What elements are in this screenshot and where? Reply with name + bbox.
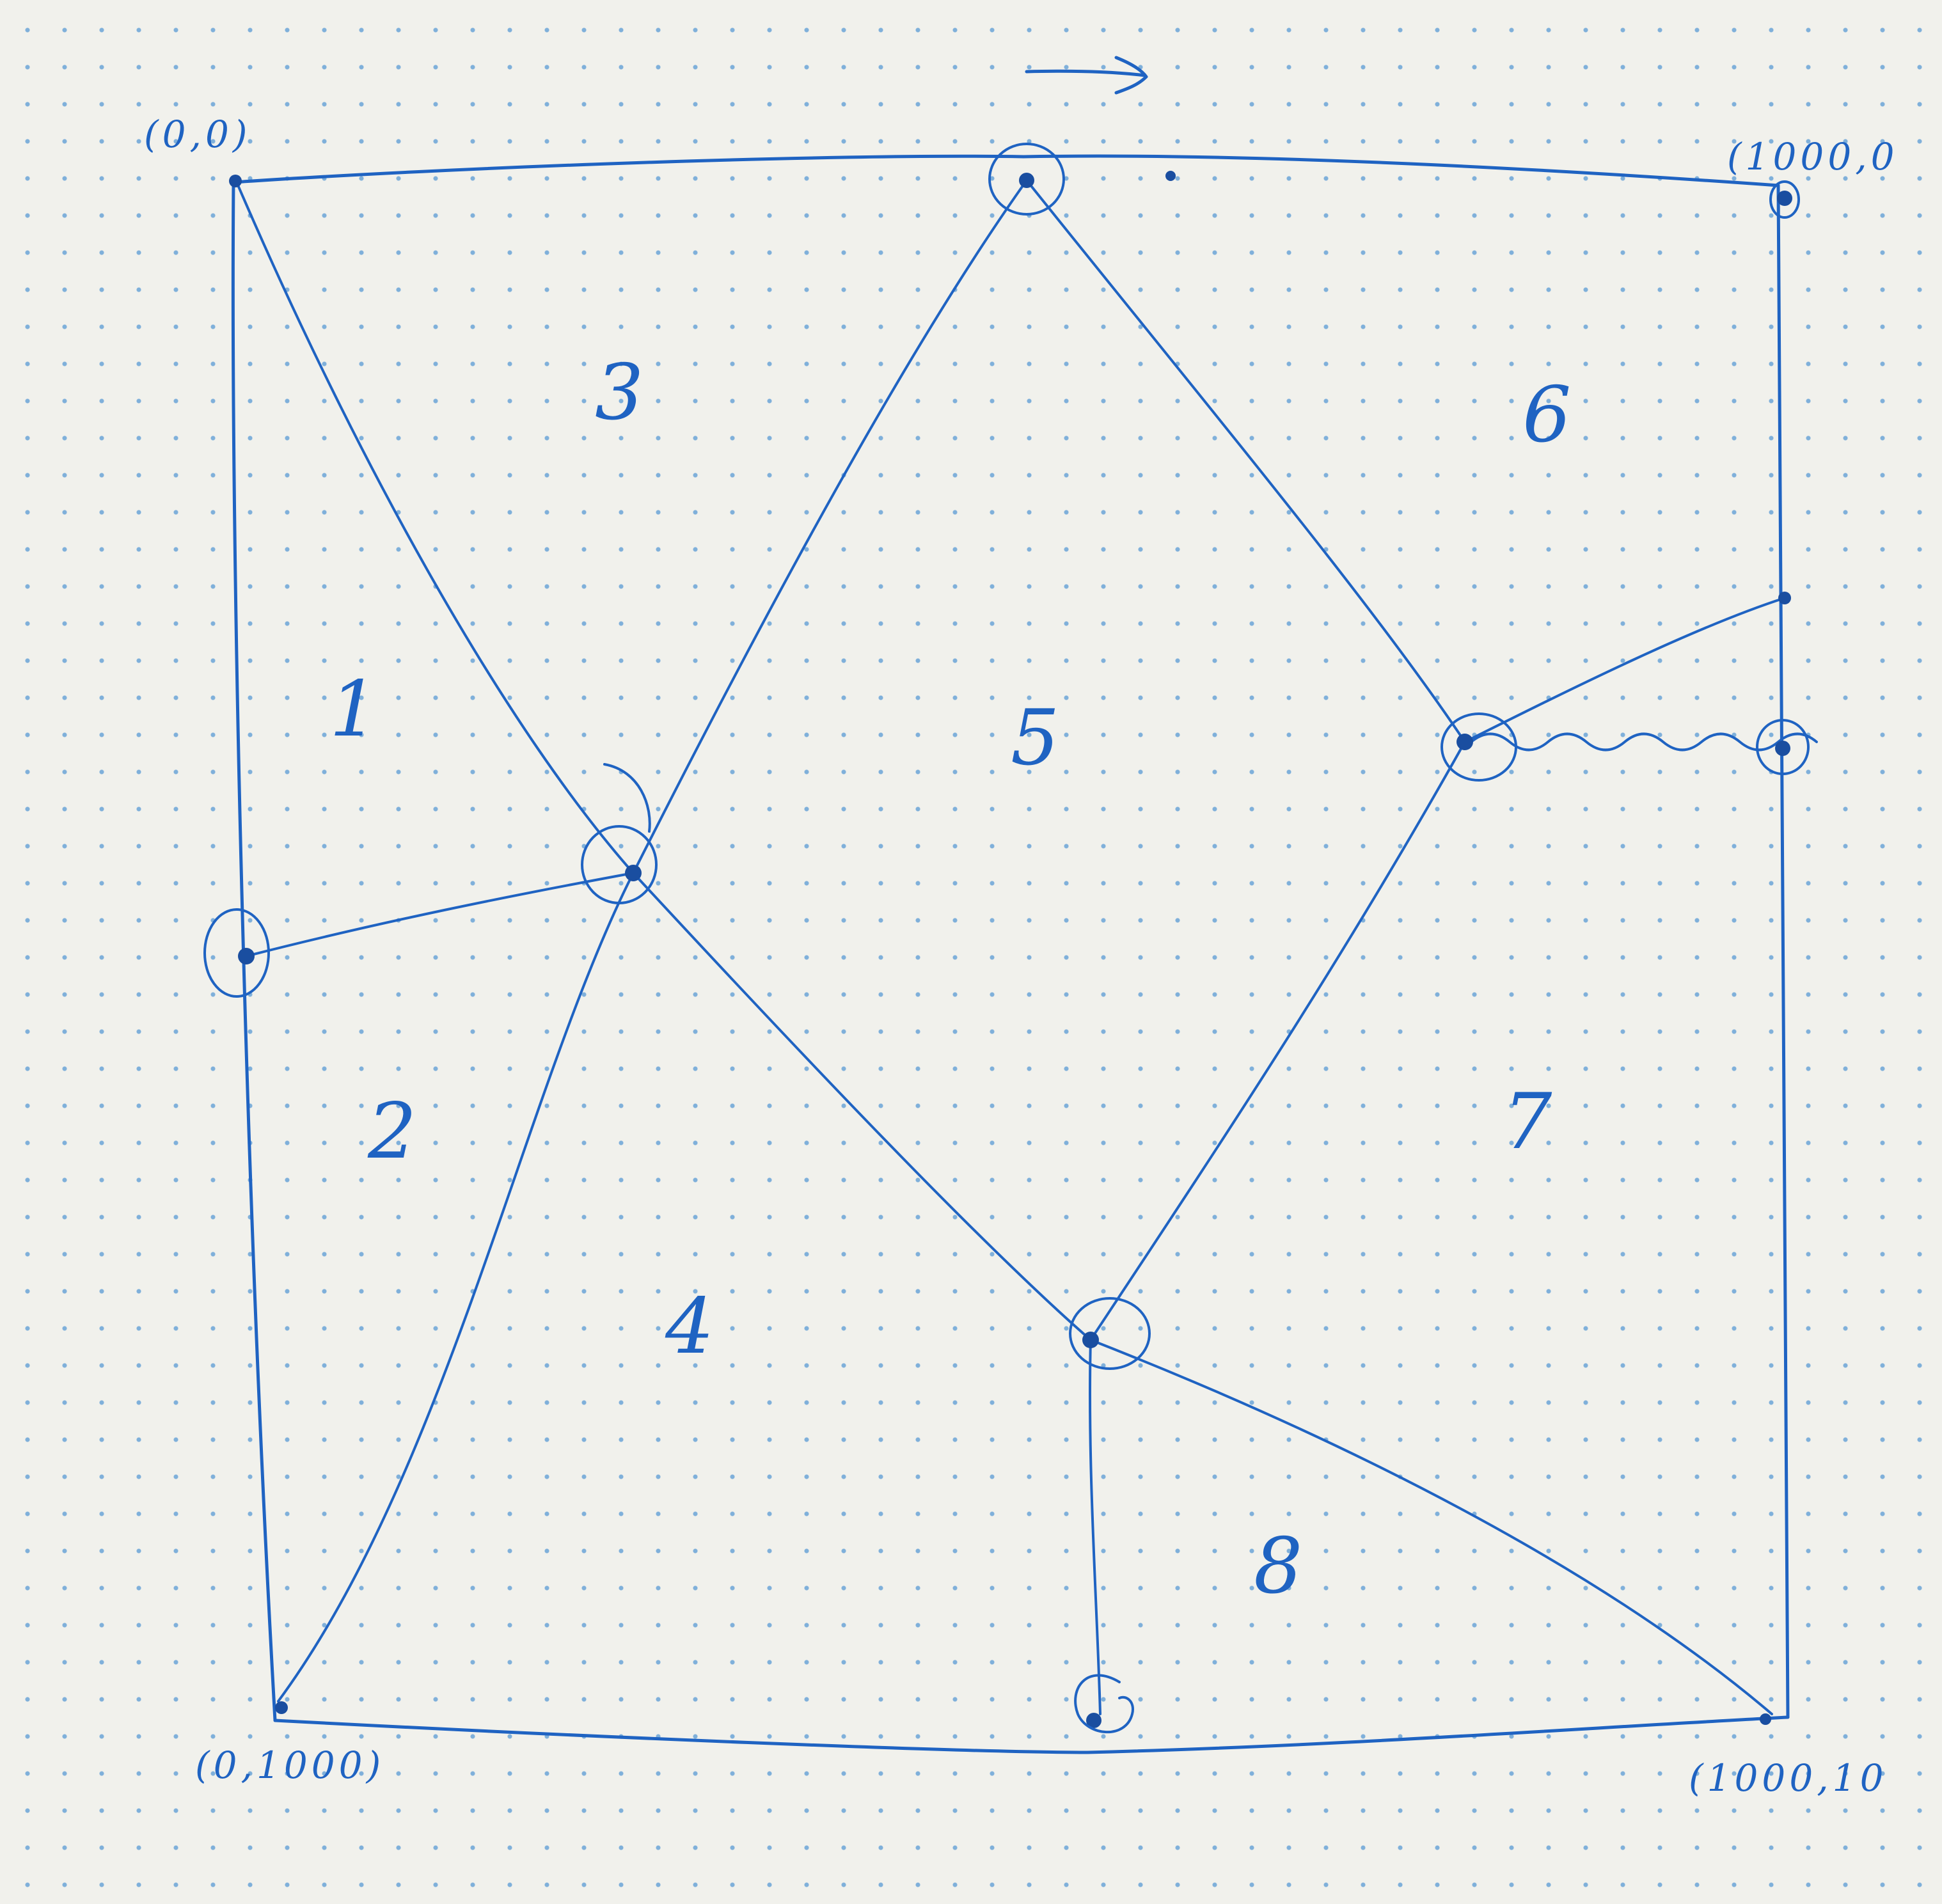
region-label-3: 3 (595, 349, 643, 437)
circle-center-left-arc (603, 763, 651, 833)
region-label-8: 8 (1254, 1522, 1302, 1611)
vertex-lower-node (1082, 1332, 1099, 1348)
vertex-top-right (1777, 191, 1792, 206)
vertex-bottom-right (1760, 1713, 1771, 1725)
vertex-center-left (625, 865, 642, 881)
region-label-4: 4 (665, 1282, 714, 1371)
corner-label-top-left: (0,0) (144, 113, 251, 156)
edge-top (232, 154, 1780, 187)
circle-right-node (1441, 712, 1517, 782)
vertices (229, 171, 1792, 1728)
edge-right-node-to-right-upper (1464, 597, 1786, 743)
edge-lower-node-to-bottom-mid (1089, 1339, 1101, 1715)
wavy-edge-right-node-to-right-mid (1470, 732, 1818, 751)
region-label-2: 2 (367, 1087, 416, 1176)
circle-lower-node (1069, 1297, 1151, 1370)
vertex-right-mid (1775, 741, 1790, 756)
circle-right-mid (1756, 719, 1810, 775)
region-label-6: 6 (1522, 371, 1571, 460)
vertex-circles (203, 143, 1810, 1734)
edge-topleft-to-center-left (235, 181, 635, 874)
corner-labels: (0,0) (1000,0 (0,1000) (1000,10 (144, 113, 1899, 1800)
vertex-bottom-left (275, 1701, 288, 1714)
vertex-top-left (229, 175, 242, 187)
edge-top-mid-to-right-node (1025, 179, 1466, 743)
arrow-right-icon (1025, 56, 1148, 95)
stray-dot (1165, 171, 1176, 181)
edge-center-left-to-lower-node (632, 872, 1092, 1341)
vertex-bottom-mid (1086, 1713, 1101, 1728)
edge-right-node-to-lower-node (1089, 741, 1466, 1341)
interior-edges (235, 179, 1818, 1715)
edge-left-mid-to-center-left (245, 872, 635, 957)
vertex-right-upper (1778, 592, 1791, 604)
vertex-left-mid (238, 948, 255, 964)
edge-bottomleft-to-center-left (277, 872, 635, 1703)
corner-label-top-right: (1000,0 (1727, 135, 1899, 178)
circle-top-mid (988, 143, 1065, 216)
vertex-top-mid (1019, 173, 1034, 188)
corner-label-bottom-left: (0,1000) (195, 1743, 384, 1787)
region-label-7: 7 (1503, 1078, 1552, 1167)
edge-right (1776, 184, 1790, 1719)
region-label-1: 1 (329, 665, 378, 754)
region-labels: 1 2 3 4 5 6 7 8 (329, 349, 1571, 1611)
circle-left-mid (203, 908, 270, 998)
circle-top-right (1769, 180, 1800, 219)
edge-bottom (273, 1715, 1790, 1754)
edge-lower-node-to-bottomright (1089, 1339, 1773, 1715)
circle-bottom-mid (1074, 1674, 1134, 1734)
region-label-5: 5 (1011, 694, 1059, 783)
circle-center-left (581, 825, 658, 904)
vertex-right-node (1456, 734, 1473, 750)
corner-label-bottom-right: (1000,10 (1689, 1756, 1887, 1800)
edge-center-left-to-top-mid (632, 179, 1028, 874)
